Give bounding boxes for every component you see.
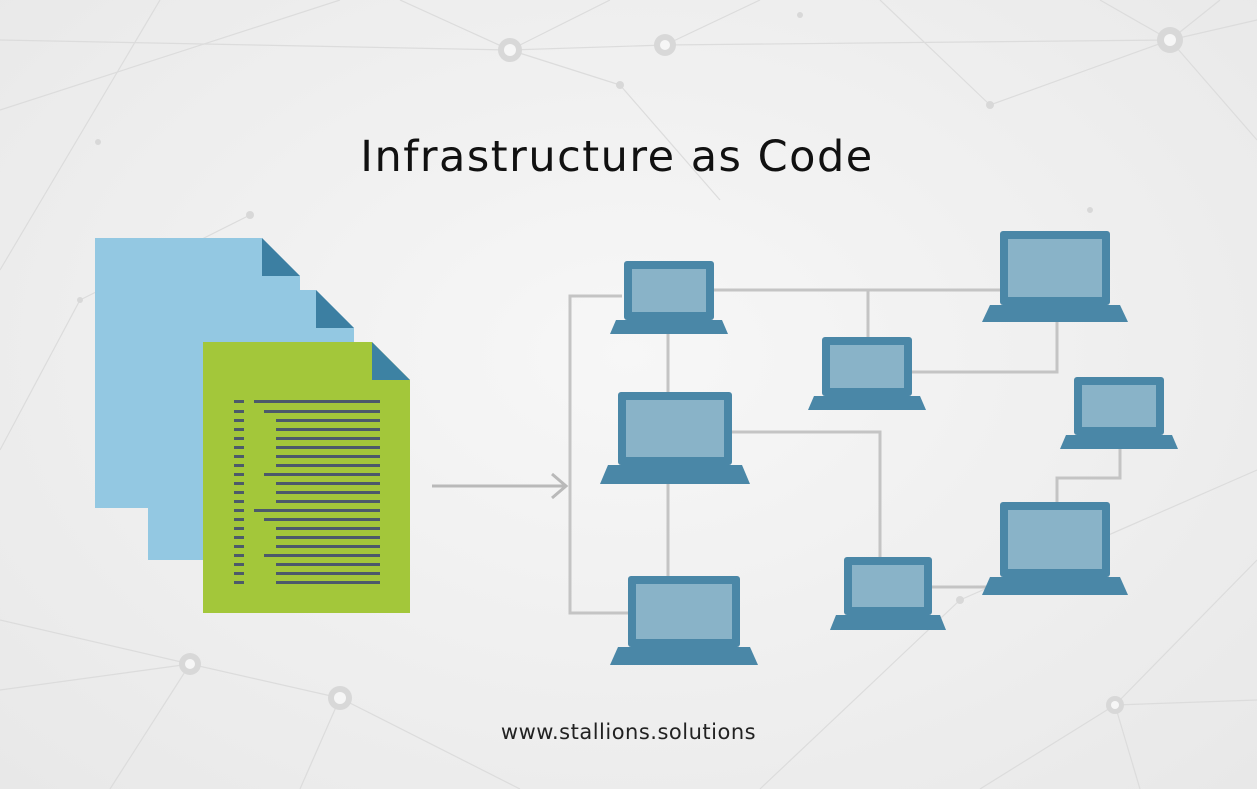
document-stack-icon bbox=[95, 238, 410, 613]
website-url: www.stallions.solutions bbox=[500, 720, 757, 744]
document-middle bbox=[148, 290, 354, 560]
laptop-icon bbox=[600, 392, 750, 484]
code-lines bbox=[234, 400, 380, 584]
laptop-icon bbox=[830, 557, 946, 630]
laptop-icon bbox=[610, 261, 728, 334]
laptop-icon bbox=[610, 576, 758, 665]
arrow-right-icon bbox=[432, 472, 569, 500]
laptop-icon bbox=[982, 502, 1128, 595]
document-back bbox=[95, 238, 300, 508]
laptop-icon bbox=[808, 337, 926, 410]
laptop-icon bbox=[1060, 377, 1178, 449]
laptop-icon bbox=[982, 231, 1128, 322]
page-title: Infrastructure as Code bbox=[360, 132, 874, 182]
network-connectors bbox=[568, 288, 1122, 615]
